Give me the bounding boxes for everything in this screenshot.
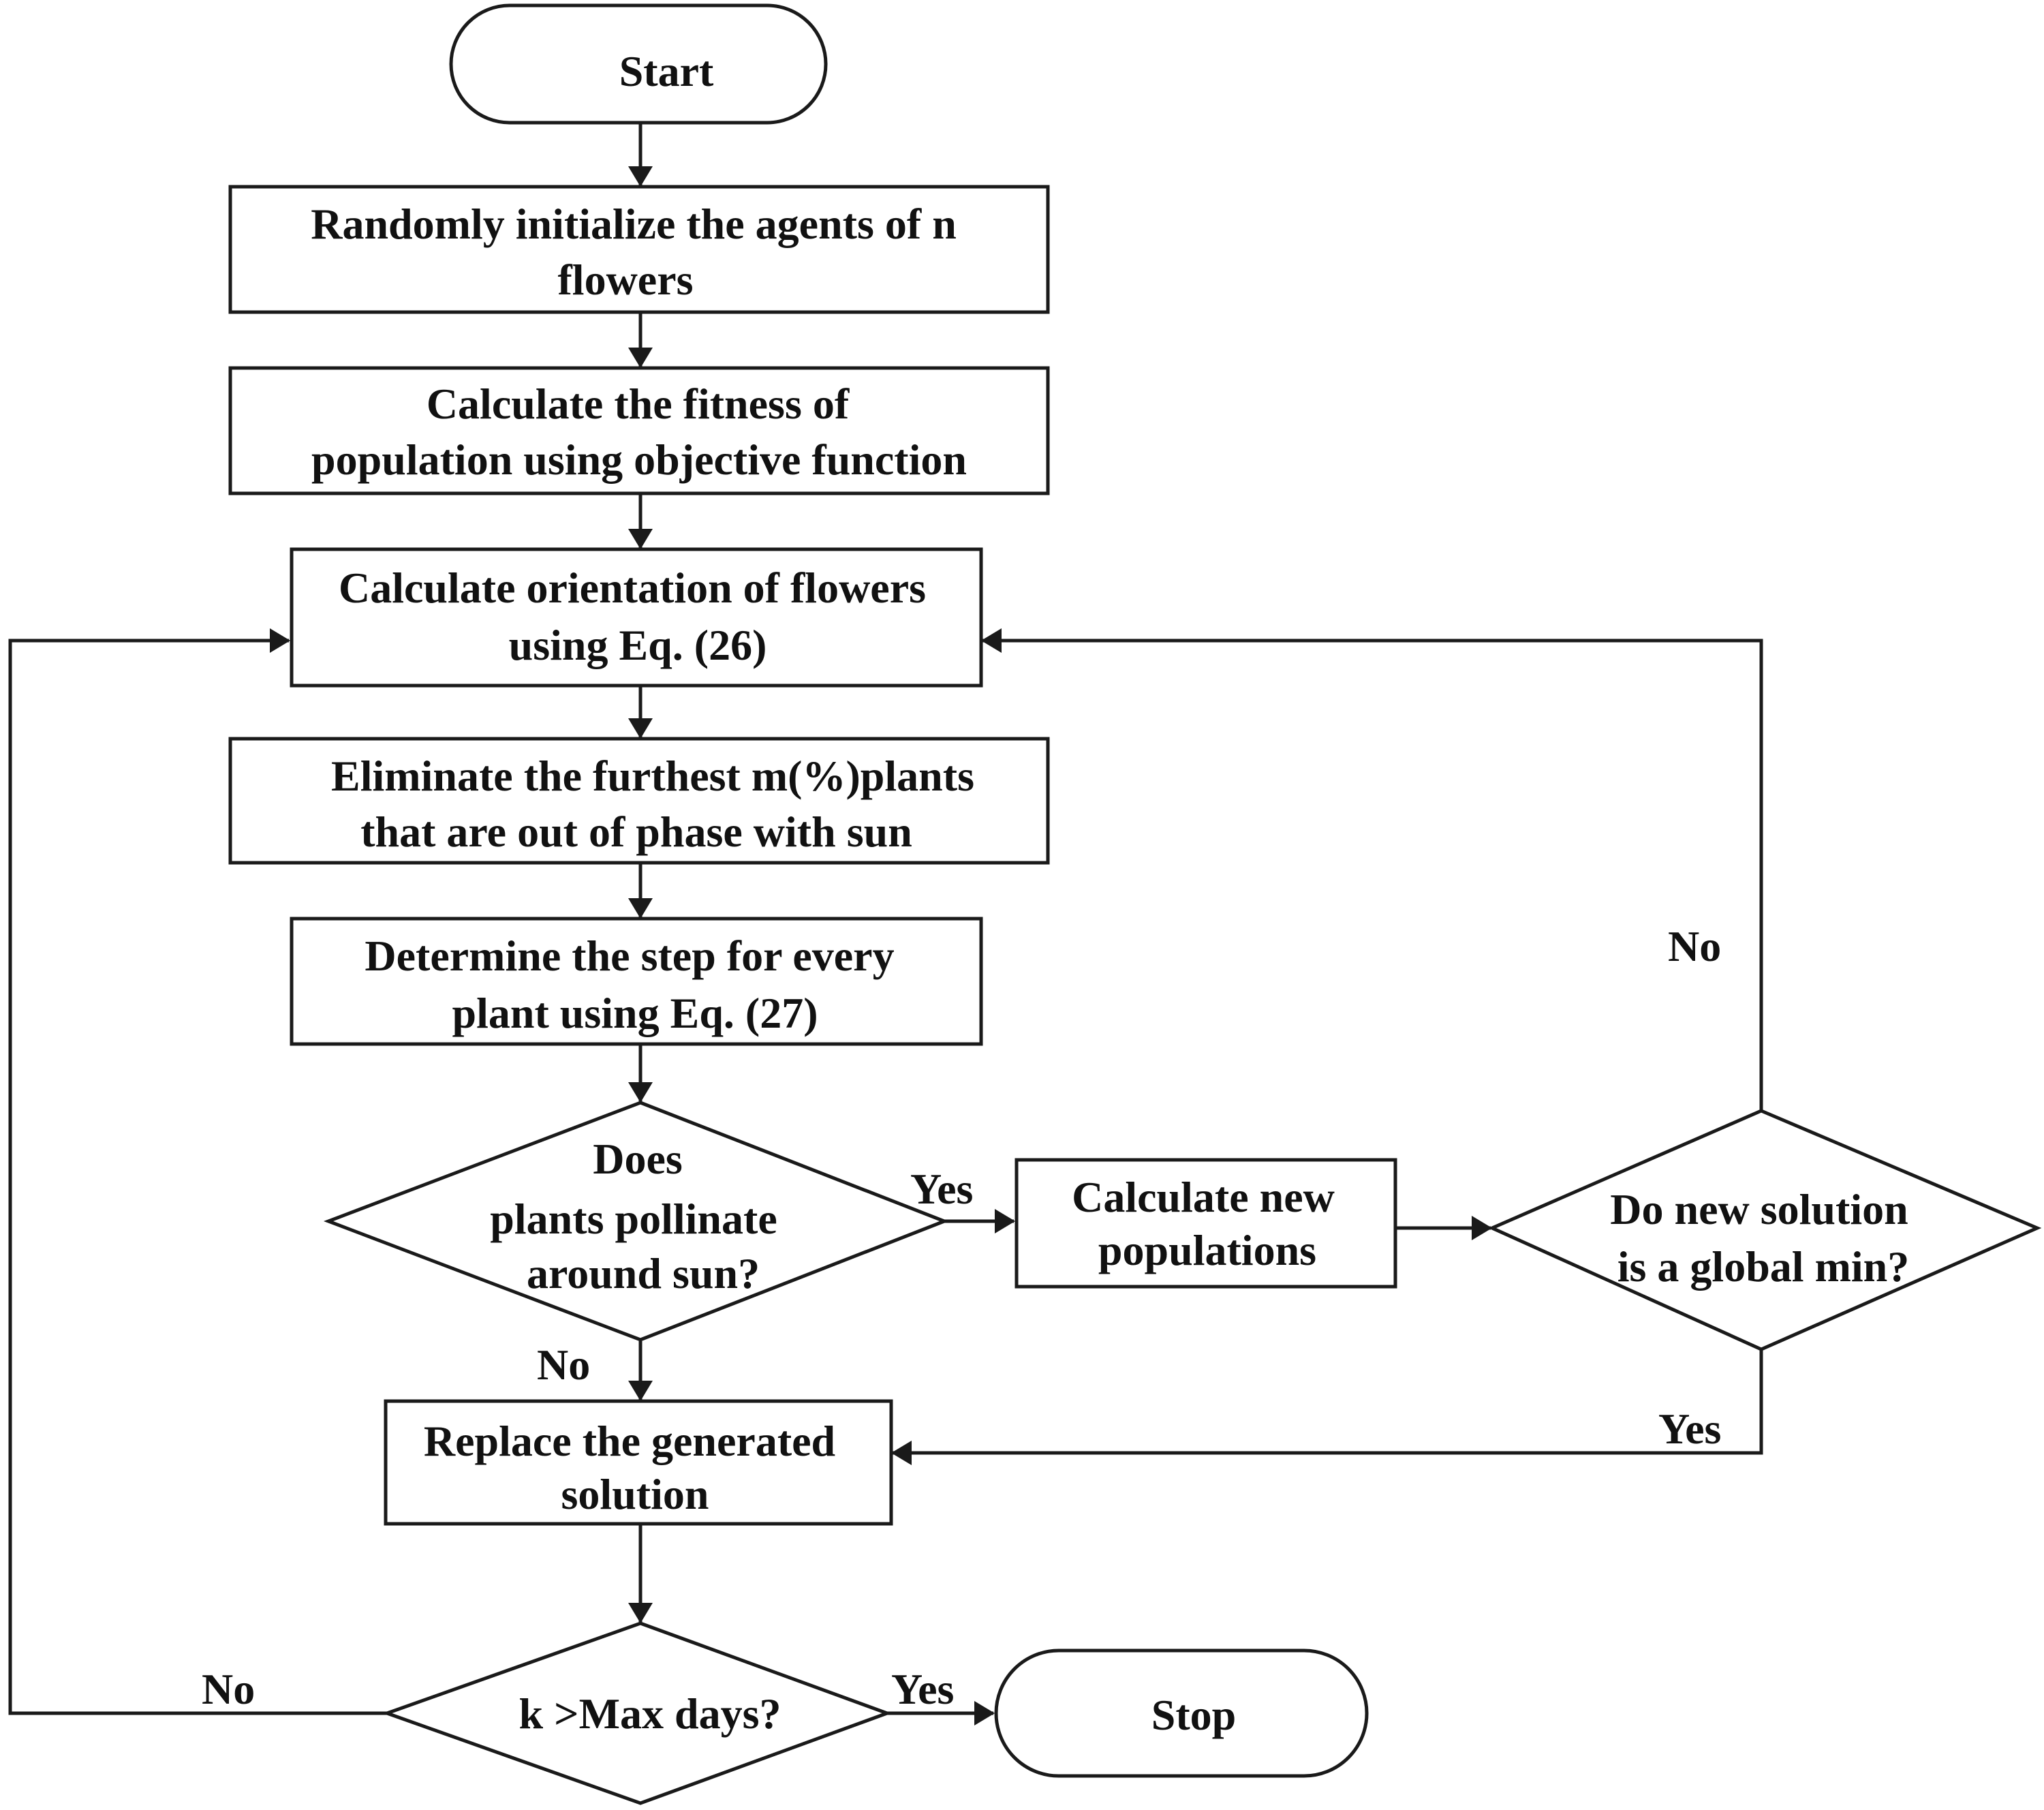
orientation-label-line-2: using Eq. (26) <box>509 621 767 669</box>
arrowheads <box>270 166 1492 1725</box>
step-label-line-2: plant using Eq. (27) <box>452 989 818 1037</box>
label-max-days-yes: Yes <box>891 1665 954 1713</box>
step-label-line-1: Determine the step for every <box>365 932 894 980</box>
arrowhead-orientation-right <box>981 628 1002 653</box>
stop-label-line-1: Stop <box>1151 1691 1237 1739</box>
stop-terminal <box>994 1648 1369 1778</box>
global-min-label: Do new solution is a global min? <box>1610 1185 1919 1291</box>
connectors <box>8 123 1763 1715</box>
new-populations-label: Calculate new populations <box>1072 1173 1346 1274</box>
node-texts: Start Randomly initialize the agents of … <box>311 47 1919 1739</box>
init-label-line-1: Randomly initialize the agents of n <box>311 200 957 248</box>
arrowhead-step <box>628 898 653 919</box>
start-terminal <box>449 3 828 125</box>
arrowhead-fitness <box>628 348 653 368</box>
arrowhead-pollinate <box>628 1082 653 1103</box>
replace-box <box>384 1399 893 1526</box>
label-global-min-no: No <box>1668 922 1721 970</box>
stop-label: Stop <box>1151 1691 1237 1739</box>
pollinate-label-line-3: around sun? <box>527 1249 760 1298</box>
label-max-days-no: No <box>202 1665 255 1713</box>
arrowhead-replace-right <box>891 1441 912 1465</box>
replace-label: Replace the generated solution <box>424 1417 846 1518</box>
start-label-line-1: Start <box>619 47 714 95</box>
replace-label-line-1: Replace the generated <box>424 1417 835 1465</box>
replace-label-line-2: solution <box>561 1470 709 1518</box>
init-label-line-2: flowers <box>557 256 693 304</box>
step-label: Determine the step for every plant using… <box>365 932 905 1037</box>
init-label: Randomly initialize the agents of n flow… <box>311 200 967 304</box>
max-days-decision <box>382 1621 893 1805</box>
arrowhead-newpop <box>995 1209 1015 1233</box>
arrowhead-replace-top <box>628 1381 653 1401</box>
max-days-label: k >Max days? <box>519 1689 781 1738</box>
global-min-label-line-2: is a global min? <box>1617 1242 1910 1291</box>
label-pollinate-yes: Yes <box>910 1165 973 1213</box>
arrowhead-maxdays <box>628 1603 653 1623</box>
pollinate-decision <box>323 1101 949 1342</box>
arrowhead-stop <box>974 1701 995 1725</box>
pollinate-label-line-1: Does <box>593 1135 683 1183</box>
shapes <box>228 3 2042 1805</box>
arrow-globalmin-yes-to-replace <box>891 1349 1763 1455</box>
eliminate-label-line-2: that are out of phase with sun <box>360 808 912 856</box>
arrow-globalmin-no-to-orientation <box>981 639 1763 1111</box>
fitness-box <box>228 366 1050 495</box>
arrowhead-init <box>628 166 653 187</box>
init-box <box>228 185 1050 314</box>
fitness-label-line-1: Calculate the fitness of <box>427 380 850 428</box>
fitness-label: Calculate the fitness of population usin… <box>311 380 967 484</box>
label-pollinate-no: No <box>537 1340 590 1389</box>
eliminate-box <box>228 737 1050 865</box>
fitness-label-line-2: population using objective function <box>311 435 967 484</box>
arrowhead-orientation-left <box>270 628 290 653</box>
orientation-label: Calculate orientation of flowers using E… <box>339 564 937 669</box>
pollinate-label: Does plants pollinate around sun? <box>490 1135 788 1298</box>
arrow-maxdays-no-to-orientation <box>8 639 387 1715</box>
eliminate-label-line-1: Eliminate the furthest m(%)plants <box>331 752 974 800</box>
step-box <box>290 917 983 1046</box>
edge-labels: Yes No No Yes No Yes <box>202 922 1721 1713</box>
orientation-label-line-1: Calculate orientation of flowers <box>339 564 926 612</box>
start-label: Start <box>619 47 714 95</box>
label-global-min-yes: Yes <box>1658 1405 1721 1453</box>
eliminate-label: Eliminate the furthest m(%)plants that a… <box>331 752 985 856</box>
orientation-box <box>290 547 983 688</box>
new-populations-label-line-1: Calculate new <box>1072 1173 1335 1221</box>
global-min-label-line-1: Do new solution <box>1610 1185 1908 1233</box>
arrowhead-globalmin <box>1472 1216 1492 1240</box>
pollinate-label-line-2: plants pollinate <box>490 1195 777 1243</box>
global-min-decision <box>1487 1109 2042 1351</box>
new-populations-label-line-2: populations <box>1098 1226 1316 1274</box>
new-populations-box <box>1015 1158 1397 1289</box>
arrowhead-orientation <box>628 529 653 549</box>
max-days-label-line-1: k >Max days? <box>519 1689 781 1738</box>
arrowhead-eliminate <box>628 718 653 739</box>
